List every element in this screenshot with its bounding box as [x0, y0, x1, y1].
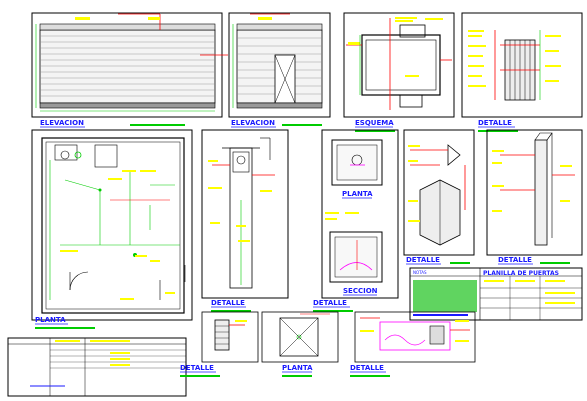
detalle-top-view: DETALLE	[461, 12, 583, 132]
detalle-mid-1-title: DETALLE	[211, 299, 245, 307]
legend-box	[7, 337, 187, 397]
detalle-bottom-1-title: DETALLE	[180, 364, 214, 372]
esquema-title: ESQUEMA	[355, 119, 394, 127]
planta-box-title: PLANTA	[342, 190, 373, 198]
planta-main-title: PLANTA	[35, 316, 66, 324]
schedule-title: PLANILLA DE PUERTAS	[483, 270, 559, 277]
detalle-mid-1-view: DETALLE	[201, 129, 289, 312]
planta-bottom-view: PLANTA	[261, 311, 339, 377]
detalle-mid-2-title: DETALLE	[313, 299, 347, 307]
planta-seccion-view: PLANTA SECCION DETALLE	[313, 129, 399, 312]
seccion-title: SECCION	[343, 287, 378, 295]
esquema-view: ESQUEMA	[343, 12, 455, 132]
elevation-1-title: ELEVACION	[40, 119, 84, 127]
detalle-bottom-1-view: DETALLE	[180, 311, 259, 377]
notes-heading: NOTAS	[413, 270, 427, 275]
detalle-right-1-view: DETALLE	[403, 129, 475, 265]
notes-schedule-box: NOTAS PLANILLA DE PUERTAS	[409, 267, 583, 321]
planta-main-view: PLANTA	[31, 129, 193, 329]
detalle-bottom-2-title: DETALLE	[350, 364, 384, 372]
detalle-bottom-2-view: DETALLE	[350, 311, 476, 377]
detalle-right-2-view: DETALLE	[486, 129, 583, 265]
planta-bottom-title: PLANTA	[282, 364, 313, 372]
detalle-top-title: DETALLE	[478, 119, 512, 127]
detalle-right-2-title: DETALLE	[498, 256, 532, 264]
elevation-2-title: ELEVACION	[231, 119, 275, 127]
elevation-2-view: ELEVACION	[228, 12, 331, 128]
detalle-right-1-title: DETALLE	[406, 256, 440, 264]
elevation-1-view: ELEVACION	[31, 12, 228, 128]
